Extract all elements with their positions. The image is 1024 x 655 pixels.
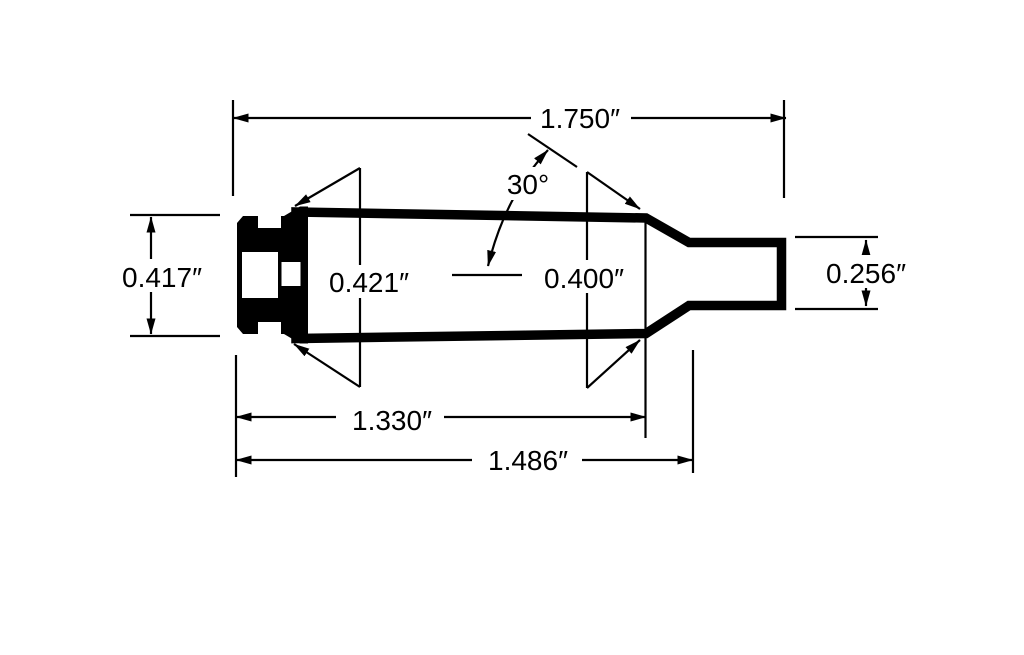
label-bg-body-diameter xyxy=(321,265,417,298)
label-bg-base-to-neck xyxy=(472,444,582,476)
overall-length-label: 1.750″ xyxy=(540,103,620,134)
label-bg-neck-diameter xyxy=(818,255,914,288)
label-bg-rim-diameter xyxy=(114,259,210,292)
primer-pocket xyxy=(242,252,278,298)
leader-body-diameter-upper xyxy=(294,167,361,207)
leader-shoulder-angle xyxy=(486,149,549,267)
label-bg-shoulder-angle xyxy=(501,167,556,200)
label-bg-overall-length xyxy=(531,101,631,134)
shoulder-angle-label: 30° xyxy=(507,169,549,200)
base-to-neck-label: 1.486″ xyxy=(488,445,568,476)
leader-shoulder-diameter-lower xyxy=(586,339,641,389)
rim-diameter-label: 0.417″ xyxy=(122,262,202,293)
body-diameter-label: 0.421″ xyxy=(329,267,409,298)
neck-diameter-label: 0.256″ xyxy=(826,258,906,289)
shoulder-extension-line xyxy=(527,133,578,168)
base-to-shoulder-label: 1.330″ xyxy=(352,405,432,436)
label-bg-shoulder-diameter xyxy=(536,260,632,293)
leader-shoulder-diameter-upper xyxy=(586,171,641,210)
flash-hole xyxy=(281,262,301,286)
leader-body-diameter-lower xyxy=(293,343,361,388)
dimension-labels: 1.750″ 30° 0.417″ 0.421″ 0.400″ 0.256″ 1… xyxy=(114,101,914,476)
label-bg-base-to-shoulder xyxy=(336,404,444,436)
shoulder-diameter-label: 0.400″ xyxy=(544,263,624,294)
